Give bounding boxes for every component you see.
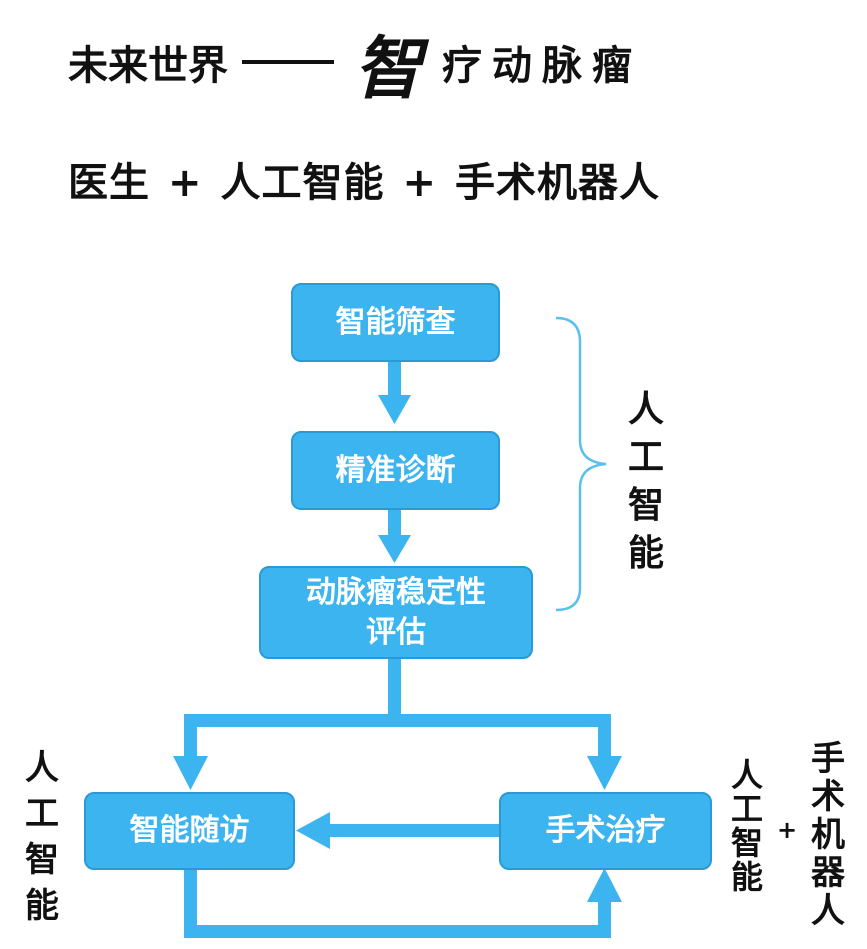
title-rest: 疗动脉瘤	[442, 43, 643, 89]
arrow-diagnosis-assessment	[378, 509, 411, 563]
ai-bracket	[555, 316, 607, 612]
surgery-label: 手术治疗	[545, 813, 666, 848]
box-diagnosis: 精准诊断	[291, 431, 500, 510]
assessment-label-2: 评估	[366, 614, 426, 650]
label-robot: 手 术 机 器 人	[811, 739, 845, 931]
title-plus-1: +	[168, 160, 203, 206]
title-line-1: 未来世界 智 疗动脉瘤	[68, 22, 643, 109]
label-ai-surgery: 人 工 智 能	[730, 756, 763, 896]
label-ai-left: 人 工 智 能	[25, 748, 59, 926]
arrow-followup-surgery	[184, 868, 622, 938]
title-robot: 手术机器人	[455, 160, 661, 206]
screening-label: 智能筛查	[335, 304, 456, 340]
title-plus-2: +	[402, 160, 438, 206]
title-prefix: 未来世界	[68, 43, 228, 89]
title-dash	[242, 60, 334, 64]
title-zhi: 智	[354, 29, 423, 109]
assessment-label-1: 动脉瘤稳定性	[306, 574, 486, 610]
title-line-2: 医生 + 人工智能 + 手术机器人	[68, 150, 660, 208]
box-screening: 智能筛查	[291, 283, 500, 362]
followup-label: 智能随访	[129, 813, 250, 848]
arrow-screening-diagnosis	[378, 361, 411, 424]
arrow-split	[173, 658, 622, 790]
label-ai-right: 人 工 智 能	[627, 389, 664, 574]
title-doctor: 医生	[68, 160, 150, 206]
label-plus: +	[777, 816, 798, 844]
box-surgery: 手术治疗	[499, 792, 712, 870]
arrow-surgery-followup	[296, 812, 500, 849]
box-assessment: 动脉瘤稳定性 评估	[259, 566, 533, 659]
title-ai: 人工智能	[220, 160, 385, 206]
box-followup: 智能随访	[84, 792, 295, 870]
diagnosis-label: 精准诊断	[335, 452, 456, 488]
